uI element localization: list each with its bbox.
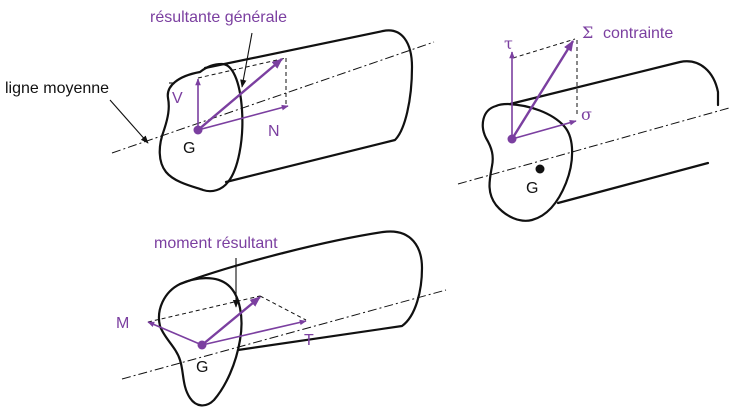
force-resultant-figure: résultante générale ligne moyenne V N G [5,9,435,193]
sigma-caps-label: Σ [582,23,593,42]
tau-label: τ [504,34,513,53]
cross-section-2 [481,102,574,222]
beam-body-3 [178,230,424,352]
m-label: M [116,315,129,332]
n-vector [197,104,289,131]
moment-resultant-label: moment résultant [154,235,278,252]
contrainte-label: contrainte [603,25,673,42]
surface-element-point [507,134,517,144]
t-vector [201,319,307,346]
m-vector [147,321,203,346]
beam-body-2 [508,60,720,107]
mean-line-axis-3 [121,289,447,380]
cross-section-1 [158,62,244,193]
centroid-label-2: G [526,180,538,197]
projection-dash-v [197,57,287,79]
ligne-moyenne-label: ligne moyenne [5,80,109,97]
moment-resultant-figure: moment résultant M T G [116,230,447,407]
resultante-leader [240,32,253,88]
stress-resultant-vector [510,40,575,140]
sigma-label: σ [581,105,592,124]
sigma-vector [511,120,577,140]
resultant-vector [197,58,283,131]
centroid-label-3: G [196,359,208,376]
v-label: V [172,90,183,107]
cross-section-3 [157,277,243,407]
beam-bottom-2 [556,161,710,205]
stress-figure: τ Σ contrainte σ G [457,23,729,222]
projection-dash-tau [512,38,576,59]
projection-dash-m [147,295,261,323]
beam-body-1 [203,29,414,184]
centroid-point-3 [197,340,207,350]
resultante-label: résultante générale [150,9,287,26]
mean-line-axis-1 [111,41,435,154]
mean-line-axis-2 [457,107,729,185]
t-label: T [304,332,314,349]
moment-resultant-vector [201,296,261,346]
centroid-point-2 [535,164,545,174]
ligne-moyenne-leader [109,99,149,144]
projection-dash-t [259,295,307,321]
n-label: N [268,123,280,140]
centroid-point-1 [193,125,203,135]
centroid-label-1: G [183,140,195,157]
